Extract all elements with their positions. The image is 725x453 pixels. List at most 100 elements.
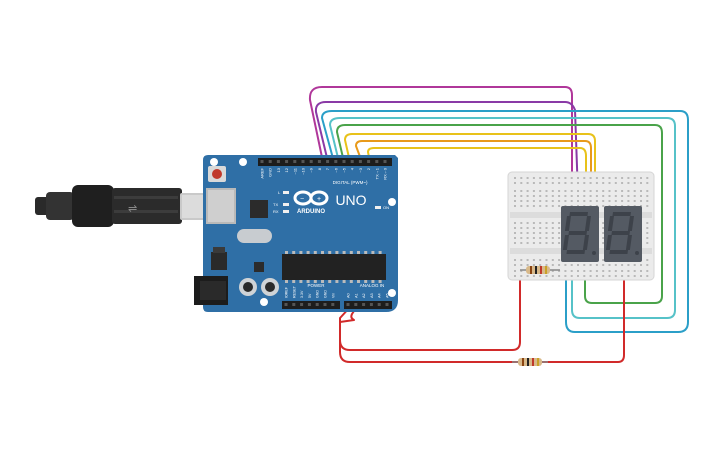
breadboard-hole[interactable] — [633, 275, 636, 277]
breadboard-hole[interactable] — [532, 177, 535, 179]
breadboard-hole[interactable] — [539, 264, 542, 266]
breadboard-hole[interactable] — [539, 190, 542, 192]
breadboard-hole[interactable] — [633, 177, 636, 179]
breadboard-hole[interactable] — [551, 195, 554, 197]
header-socket[interactable] — [346, 303, 350, 306]
breadboard-hole[interactable] — [627, 200, 630, 202]
wire-teal[interactable] — [329, 117, 676, 319]
usb-cable-icon[interactable]: ⇌ — [35, 185, 206, 227]
breadboard-hole[interactable] — [570, 177, 573, 179]
breadboard-hole[interactable] — [602, 264, 605, 266]
breadboard-hole[interactable] — [595, 270, 598, 272]
breadboard-hole[interactable] — [526, 232, 529, 234]
breadboard-hole[interactable] — [514, 259, 516, 261]
breadboard-hole[interactable] — [532, 264, 535, 266]
breadboard-hole[interactable] — [608, 177, 611, 179]
breadboard-hole[interactable] — [608, 182, 611, 184]
breadboard-hole[interactable] — [520, 259, 523, 261]
breadboard-hole[interactable] — [608, 195, 611, 197]
breadboard-hole[interactable] — [532, 222, 535, 224]
breadboard-hole[interactable] — [526, 275, 529, 277]
breadboard-hole[interactable] — [532, 237, 535, 239]
breadboard-hole[interactable] — [633, 270, 636, 272]
breadboard-hole[interactable] — [577, 182, 579, 184]
header-socket[interactable] — [350, 160, 354, 163]
breadboard-hole[interactable] — [564, 200, 567, 202]
breadboard-hole[interactable] — [558, 190, 561, 192]
breadboard-hole[interactable] — [526, 227, 529, 229]
breadboard-hole[interactable] — [514, 200, 516, 202]
breadboard-hole[interactable] — [589, 275, 592, 277]
breadboard-hole[interactable] — [551, 237, 554, 239]
breadboard-hole[interactable] — [640, 275, 642, 277]
breadboard-hole[interactable] — [558, 242, 561, 244]
breadboard-hole[interactable] — [514, 177, 516, 179]
breadboard-hole[interactable] — [564, 190, 567, 192]
breadboard-hole[interactable] — [570, 190, 573, 192]
breadboard-hole[interactable] — [627, 264, 630, 266]
breadboard-hole[interactable] — [545, 264, 548, 266]
breadboard-hole[interactable] — [532, 205, 535, 207]
breadboard-hole[interactable] — [577, 177, 579, 179]
breadboard-hole[interactable] — [564, 275, 567, 277]
breadboard-hole[interactable] — [520, 177, 523, 179]
breadboard-hole[interactable] — [602, 222, 605, 224]
breadboard-hole[interactable] — [551, 182, 554, 184]
breadboard-hole[interactable] — [564, 270, 567, 272]
breadboard-hole[interactable] — [614, 270, 617, 272]
breadboard-hole[interactable] — [602, 232, 605, 234]
breadboard-hole[interactable] — [539, 259, 542, 261]
breadboard-hole[interactable] — [558, 227, 561, 229]
breadboard-hole[interactable] — [514, 237, 516, 239]
breadboard-hole[interactable] — [514, 190, 516, 192]
breadboard-hole[interactable] — [514, 182, 516, 184]
breadboard-hole[interactable] — [564, 177, 567, 179]
breadboard-hole[interactable] — [558, 177, 561, 179]
breadboard-hole[interactable] — [526, 200, 529, 202]
breadboard-hole[interactable] — [646, 242, 649, 244]
breadboard-hole[interactable] — [589, 177, 592, 179]
breadboard-hole[interactable] — [514, 232, 516, 234]
breadboard-hole[interactable] — [633, 264, 636, 266]
breadboard-hole[interactable] — [595, 190, 598, 192]
breadboard-hole[interactable] — [539, 177, 542, 179]
breadboard-hole[interactable] — [602, 177, 605, 179]
breadboard-hole[interactable] — [633, 190, 636, 192]
breadboard-hole[interactable] — [551, 227, 554, 229]
breadboard-hole[interactable] — [545, 259, 548, 261]
breadboard-hole[interactable] — [646, 205, 649, 207]
wire-orange[interactable] — [355, 140, 592, 190]
breadboard-hole[interactable] — [570, 264, 573, 266]
breadboard-hole[interactable] — [595, 264, 598, 266]
breadboard-hole[interactable] — [602, 195, 605, 197]
breadboard-hole[interactable] — [589, 182, 592, 184]
seven-segment-display-right[interactable]: 8. — [604, 206, 642, 262]
breadboard-hole[interactable] — [520, 242, 523, 244]
breadboard-hole[interactable] — [608, 275, 611, 277]
header-socket[interactable] — [331, 303, 335, 306]
breadboard-hole[interactable] — [532, 242, 535, 244]
breadboard-hole[interactable] — [583, 275, 586, 277]
breadboard-hole[interactable] — [520, 227, 523, 229]
breadboard-hole[interactable] — [602, 227, 605, 229]
breadboard-hole[interactable] — [526, 195, 529, 197]
breadboard-hole[interactable] — [526, 242, 529, 244]
breadboard-hole[interactable] — [646, 195, 649, 197]
breadboard-hole[interactable] — [614, 182, 617, 184]
breadboard-hole[interactable] — [520, 275, 523, 277]
breadboard-hole[interactable] — [570, 200, 573, 202]
breadboard-hole[interactable] — [551, 270, 554, 272]
breadboard-hole[interactable] — [545, 177, 548, 179]
breadboard-hole[interactable] — [514, 205, 516, 207]
header-socket[interactable] — [309, 160, 313, 163]
breadboard-hole[interactable] — [646, 190, 649, 192]
breadboard-hole[interactable] — [614, 200, 617, 202]
breadboard-hole[interactable] — [539, 232, 542, 234]
breadboard-hole[interactable] — [526, 177, 529, 179]
breadboard-hole[interactable] — [570, 182, 573, 184]
breadboard-hole[interactable] — [514, 242, 516, 244]
wire-magenta[interactable] — [308, 86, 573, 190]
breadboard-hole[interactable] — [526, 182, 529, 184]
breadboard-hole[interactable] — [526, 222, 529, 224]
breadboard-hole[interactable] — [577, 190, 579, 192]
